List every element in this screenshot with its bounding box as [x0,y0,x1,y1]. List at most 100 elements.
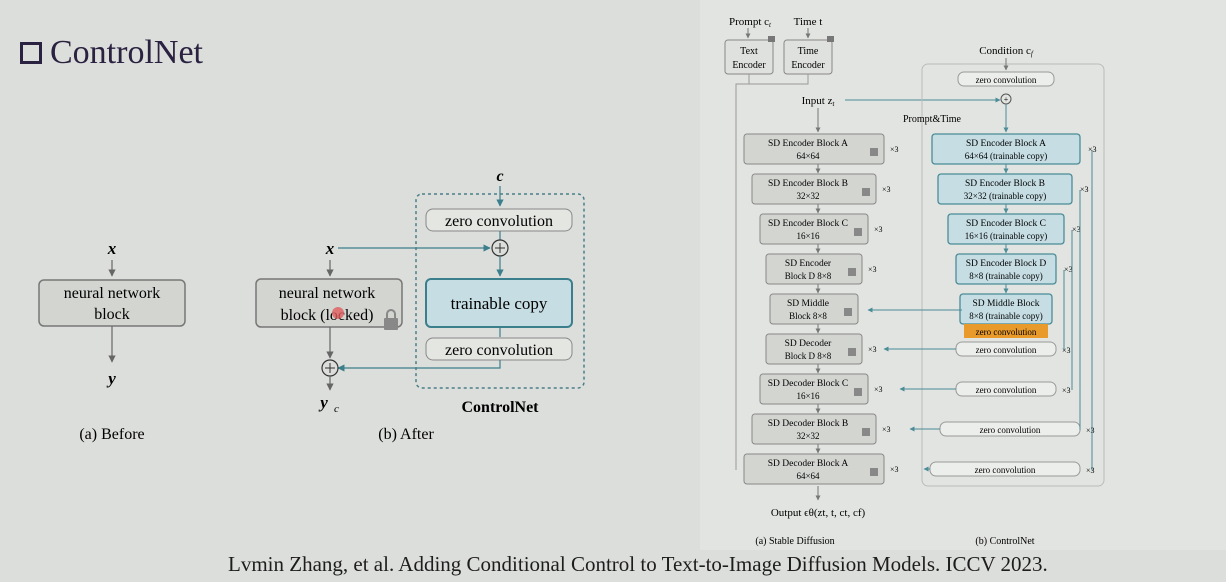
cn-block-2-l1: SD Encoder Block C [966,219,1046,229]
controlnet-panel-border [921,63,1105,487]
left-diagram: x neural network block y (a) Before c ze… [38,168,585,443]
sd-block-2 [759,213,869,245]
caption-cn: (b) ControlNet [975,536,1034,547]
before-output-y: y [106,369,116,388]
sd-block-0-lock-icon [870,148,878,156]
output-label: Output ϵθ(zt, t, ct, cf) [771,507,866,519]
zero-conv-bottom [425,337,573,361]
sd-block-6-l2: 16×16 [796,391,820,401]
sd-block-1-rep: ×3 [882,185,891,194]
sd-block-2-rep: ×3 [874,225,883,234]
cn-block-1-rep: ×3 [1080,185,1089,194]
title-square-icon [20,42,42,64]
sd-block-1-lock-icon [862,188,870,196]
before-input-x: x [107,239,117,258]
controlnet-label: ControlNet [461,399,539,416]
sd-block-7-l2: 32×32 [796,431,819,441]
sd-block-0-l1: SD Encoder Block A [768,139,848,149]
sd-block-0-rep: ×3 [890,145,899,154]
sd-block-3-l1: SD Encoder [785,259,832,269]
caption-sd: (a) Stable Diffusion [755,536,834,547]
cn-block-2-rep: ×3 [1072,225,1081,234]
sd-block-6-l1: SD Decoder Block C [768,379,848,389]
slide-title-text: ControlNet [50,34,203,71]
sd-block-3-l2: Block D 8×8 [785,271,832,281]
after-caption: (b) After [378,426,434,443]
sd-block-7-l1: SD Decoder Block B [768,419,848,429]
sd-block-6 [759,373,869,405]
trainable-copy-label: trainable copy [451,294,548,313]
sd-block-1 [751,173,877,205]
zero-conv-top-label: zero convolution [445,213,553,230]
sd-block-2-l2: 16×16 [796,231,820,241]
zero-convs-group: zero convolution zero convolution ×3 zero c… [867,150,1095,477]
prompt-time-label: Prompt&Time [903,114,962,125]
time-label: Time t [794,16,823,28]
svg-text:+: + [1004,95,1009,104]
citation: Lvmin Zhang, et al. Adding Conditional C… [228,552,1048,576]
zero-conv-bottom-label: zero convolution [445,342,553,359]
sd-block-4-l2: Block 8×8 [789,311,827,321]
locked-block-line1: neural network [279,285,375,302]
cn-block-3-rep: ×3 [1064,265,1073,274]
sd-block-1-l2: 32×32 [796,191,819,201]
sd-block-8 [743,453,885,485]
locked-block-line2: block (locked) [281,307,374,324]
after-output-sub: c [334,403,339,415]
cn-block-1-l1: SD Encoder Block B [965,179,1045,189]
sd-block-5-rep: ×3 [868,345,877,354]
cn-block-0-rep: ×3 [1088,145,1097,154]
sd-block-1-l1: SD Encoder Block B [768,179,848,189]
cn-block-4-l2: 8×8 (trainable copy) [969,311,1043,321]
sd-block-3-lock-icon [848,268,856,276]
zero-conv-dec-2-rep: ×3 [1086,426,1095,435]
condition-label: Condition cf [979,45,1034,58]
cn-block-0-l1: SD Encoder Block A [966,139,1046,149]
slide-title: ControlNet [20,34,203,72]
before-block-line2: block [94,306,130,323]
sd-block-2-l1: SD Encoder Block C [768,219,848,229]
zero-conv-dec-1-rep: ×3 [1062,386,1071,395]
zero-conv-dec-3-label: zero convolution [975,465,1036,475]
zero-conv-dec-0-rep: ×3 [1062,346,1071,355]
after-output-y: y [318,393,328,412]
zero-conv-middle [964,324,1048,338]
sd-block-4-lock-icon [844,308,852,316]
before-block-line1: neural network [64,285,160,302]
zero-conv-dec-1-label: zero convolution [976,385,1037,395]
cn-input-zero-conv-label: zero convolution [976,75,1037,85]
sd-block-8-lock-icon [870,468,878,476]
sd-blocks-group: SD Encoder Block A 64×64 ×3 SD Encoder Bloc… [743,133,899,485]
cn-blocks-group: SD Encoder Block A 64×64 (trainable copy)… [931,133,1097,325]
cn-block-1-l2: 32×32 (trainable copy) [964,191,1047,201]
sd-block-5-l2: Block D 8×8 [785,351,832,361]
sd-block-8-rep: ×3 [890,465,899,474]
sd-block-6-lock-icon [854,388,862,396]
text-encoder-lock-icon [768,36,775,42]
zero-conv-top [425,208,573,232]
before-caption: (a) Before [79,426,144,443]
sd-block-8-l2: 64×64 [796,471,820,481]
zero-conv-dec-3-rep: ×3 [1086,466,1095,475]
cn-block-4-l1: SD Middle Block [972,299,1039,309]
text-encoder-l2: Encoder [732,60,766,71]
locked-nn-block [255,278,403,328]
time-encoder-lock-icon [827,36,834,42]
time-encoder-l2: Encoder [791,60,825,71]
zero-conv-dec-2-label: zero convolution [980,425,1041,435]
sd-block-5-lock-icon [848,348,856,356]
sd-block-3 [765,253,863,285]
sd-block-5-l1: SD Decoder [785,339,833,349]
sd-block-7-lock-icon [862,428,870,436]
sd-block-4-l1: SD Middle [787,299,829,309]
zero-conv-dec-0-label: zero convolution [976,345,1037,355]
zero-conv-middle-label: zero convolution [976,327,1037,337]
lock-icon [384,309,398,330]
text-encoder-l1: Text [740,46,758,57]
cn-block-0-l2: 64×64 (trainable copy) [965,151,1048,161]
sd-block-3-rep: ×3 [868,265,877,274]
input-z-label: Input zt [802,95,836,108]
cn-input-zero-conv [957,71,1055,87]
after-condition-c: c [496,168,503,185]
cn-block-3-l1: SD Encoder Block D [966,259,1047,269]
